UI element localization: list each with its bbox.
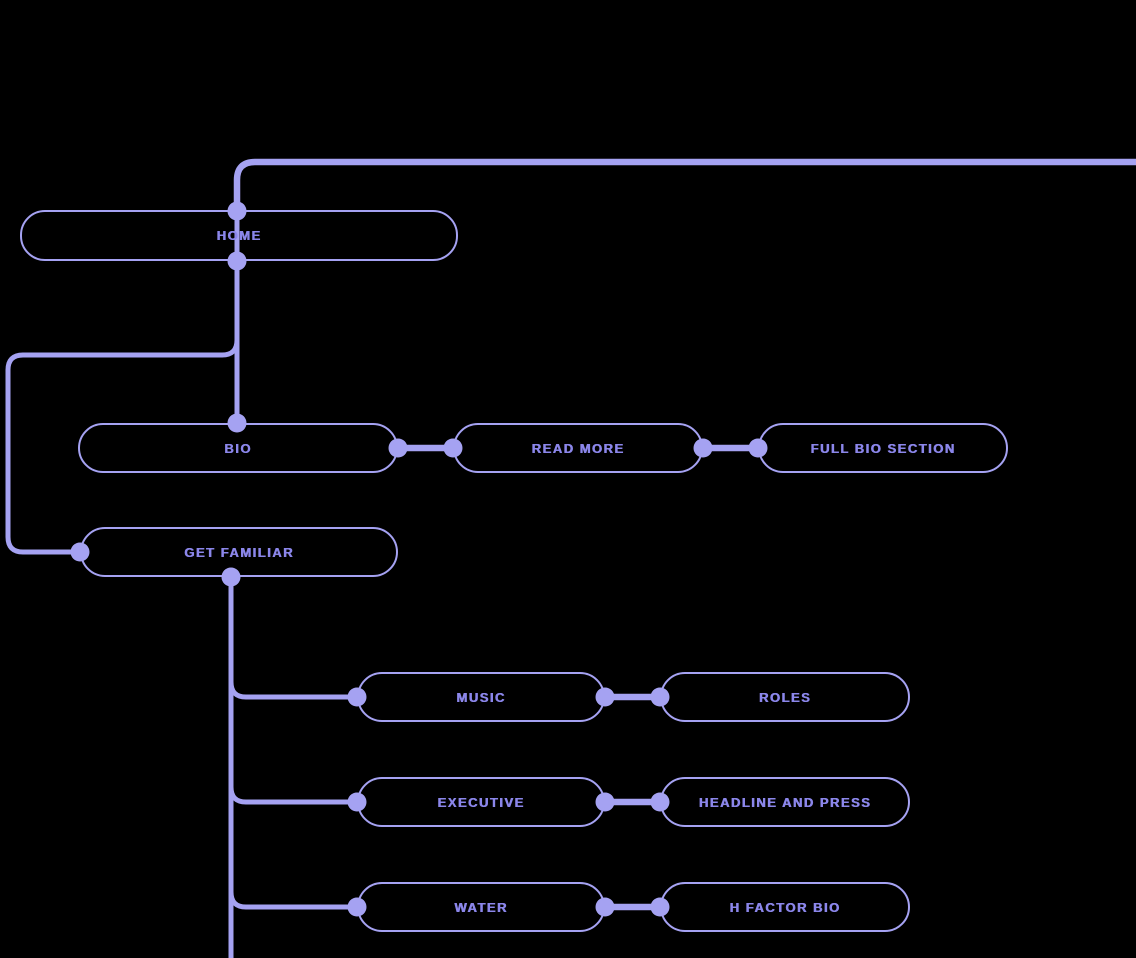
node-music-label: MUSIC xyxy=(456,689,506,705)
node-read-more-label: READ MORE xyxy=(531,440,625,456)
node-music[interactable]: MUSIC xyxy=(357,672,605,722)
node-h-factor-bio-label: H FACTOR BIO xyxy=(729,899,841,915)
node-roles[interactable]: ROLES xyxy=(660,672,910,722)
node-home[interactable]: HOME xyxy=(20,210,458,261)
edge-home-offscreen-right xyxy=(233,158,1136,211)
node-roles-label: ROLES xyxy=(758,689,812,705)
node-full-bio-section[interactable]: FULL BIO SECTION xyxy=(758,423,1008,473)
node-get-familiar[interactable]: GET FAMILIAR xyxy=(80,527,398,577)
connection-dot xyxy=(221,567,241,587)
edge-get-familiar-music xyxy=(228,681,357,700)
node-executive-label: EXECUTIVE xyxy=(437,794,525,810)
node-headline-and-press[interactable]: HEADLINE AND PRESS xyxy=(660,777,910,827)
node-water-label: WATER xyxy=(454,899,508,915)
node-headline-and-press-label: HEADLINE AND PRESS xyxy=(698,794,872,810)
node-get-familiar-label: GET FAMILIAR xyxy=(184,544,294,560)
connection-dot xyxy=(227,251,247,271)
node-bio-label: BIO xyxy=(224,440,252,456)
edge-home-get-familiar xyxy=(5,339,240,555)
node-h-factor-bio[interactable]: H FACTOR BIO xyxy=(660,882,910,932)
node-water[interactable]: WATER xyxy=(357,882,605,932)
node-read-more[interactable]: READ MORE xyxy=(453,423,703,473)
edge-get-familiar-executive xyxy=(228,786,357,805)
edge-get-familiar-water xyxy=(228,891,357,910)
node-home-label: HOME xyxy=(216,228,262,243)
node-bio[interactable]: BIO xyxy=(78,423,398,473)
node-executive[interactable]: EXECUTIVE xyxy=(357,777,605,827)
node-full-bio-section-label: FULL BIO SECTION xyxy=(810,440,956,456)
